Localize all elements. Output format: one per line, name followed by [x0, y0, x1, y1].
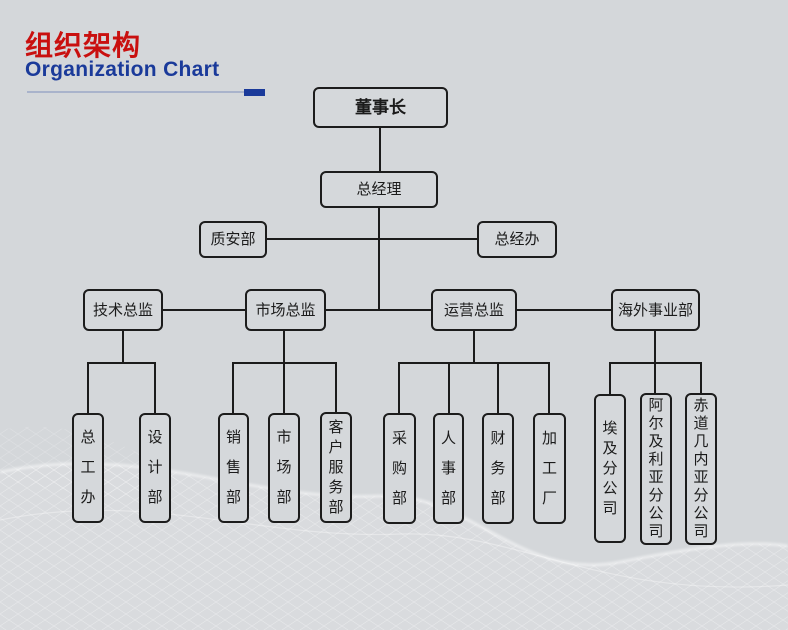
org-node-label: 总工办 [80, 429, 96, 506]
org-node-sales-dept: 销售部 [218, 413, 249, 523]
org-node-hr-dept: 人事部 [433, 413, 464, 524]
org-node-general-manager: 总经理 [320, 171, 438, 208]
org-node-qa-dept: 质安部 [199, 221, 267, 258]
org-node-overseas-division: 海外事业部 [611, 289, 700, 331]
page-title-en: Organization Chart [25, 58, 220, 81]
org-node-marketing-director: 市场总监 [245, 289, 326, 331]
org-node-market-dept: 市场部 [268, 413, 300, 523]
org-node-processing-plant: 加工厂 [533, 413, 566, 524]
org-node-equatorial-guinea-branch: 赤道几内亚分公司 [685, 393, 717, 545]
org-node-label: 埃及分公司 [602, 419, 618, 517]
org-node-customer-service-dept: 客户服务部 [320, 412, 352, 523]
org-node-finance-dept: 财务部 [482, 413, 514, 524]
org-node-label: 财务部 [490, 429, 506, 507]
background-mesh-decoration [0, 426, 788, 630]
title-divider-line [27, 91, 244, 93]
org-node-label: 赤道几内亚分公司 [693, 397, 709, 540]
page-title-zh: 组织架构 [25, 30, 142, 61]
org-node-label: 销售部 [225, 429, 241, 506]
org-node-label: 市场部 [276, 429, 292, 506]
org-node-label: 客户服务部 [328, 418, 344, 516]
org-node-label: 采购部 [391, 429, 407, 507]
org-node-gm-office: 总经办 [477, 221, 557, 258]
org-node-design-dept: 设计部 [139, 413, 171, 523]
org-node-label: 人事部 [440, 429, 456, 507]
title-divider-dash [244, 89, 265, 96]
org-node-egypt-branch: 埃及分公司 [594, 394, 626, 543]
org-node-chief-engineer-office: 总工办 [72, 413, 104, 523]
org-node-label: 阿尔及利亚分公司 [648, 397, 664, 540]
org-node-label: 设计部 [147, 429, 163, 506]
org-node-operations-director: 运营总监 [431, 289, 517, 331]
org-node-tech-director: 技术总监 [83, 289, 163, 331]
org-node-label: 加工厂 [541, 429, 557, 507]
org-node-procurement-dept: 采购部 [383, 413, 416, 524]
org-node-chairman: 董事长 [313, 87, 448, 128]
org-node-algeria-branch: 阿尔及利亚分公司 [640, 393, 672, 545]
